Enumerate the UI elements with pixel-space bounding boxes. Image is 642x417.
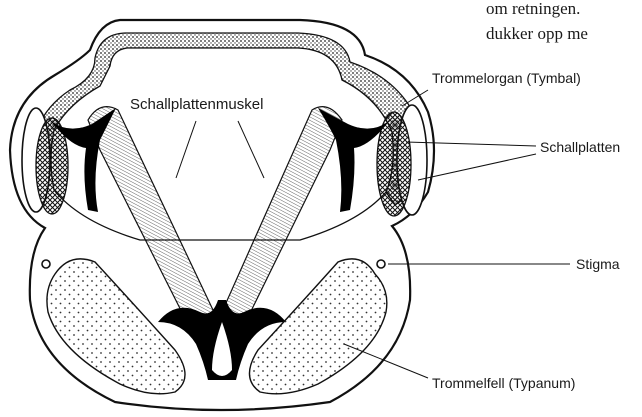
label-sound-plate: Schallplatten xyxy=(540,139,620,155)
label-sound-muscle: Schallplattenmuskel xyxy=(130,96,263,113)
label-tympanum: Trommelfell (Typanum) xyxy=(432,375,575,391)
page-text-line-2: dukker opp me xyxy=(486,24,588,43)
label-tymbal: Trommelorgan (Tymbal) xyxy=(432,70,581,86)
right-stigma xyxy=(377,260,385,268)
left-stigma xyxy=(42,260,50,268)
leader-plate-2 xyxy=(418,154,536,180)
label-stigma: Stigma xyxy=(576,256,620,272)
page-text-line-1: om retningen. xyxy=(486,0,580,18)
